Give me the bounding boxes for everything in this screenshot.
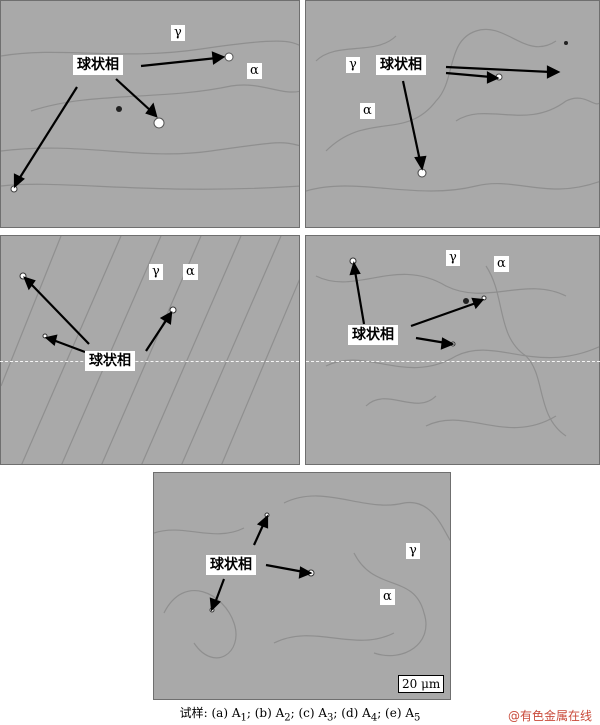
micrograph-c-texture xyxy=(1,236,299,464)
spherical-phase-label-b: 球状相 xyxy=(376,55,426,75)
dashed-guide-line xyxy=(0,361,600,362)
micrograph-b-texture xyxy=(306,28,599,192)
caption-part: ; (e) A xyxy=(377,706,414,720)
gamma-label-d: γ xyxy=(446,250,460,266)
spherical-phase-label-a: 球状相 xyxy=(73,55,123,75)
caption-sub: 2 xyxy=(284,712,291,724)
scale-bar: 20 μm xyxy=(398,675,445,693)
micrograph-e-texture xyxy=(154,495,450,659)
figure-caption: 试样: (a) A1; (b) A2; (c) A3; (d) A4; (e) … xyxy=(0,704,600,723)
micrograph-c: 球状相 γ α xyxy=(0,235,300,465)
caption-sub: 5 xyxy=(414,712,421,724)
spherical-phase-label-e: 球状相 xyxy=(206,555,256,575)
caption-sub: 1 xyxy=(240,712,247,724)
caption-prefix: 试样: xyxy=(179,706,212,720)
gamma-label-b: γ xyxy=(346,57,360,73)
caption-part: ; (d) A xyxy=(333,706,371,720)
caption-sub: 4 xyxy=(370,712,378,724)
gamma-label-c: γ xyxy=(149,264,163,280)
caption-part: ; (b) A xyxy=(246,706,285,720)
caption-part: (a) A xyxy=(211,706,241,720)
gamma-label-a: γ xyxy=(171,25,185,41)
spherical-phase-label-d: 球状相 xyxy=(348,325,398,345)
micrograph-d: 球状相 γ α xyxy=(305,235,600,465)
micrograph-b: 球状相 γ α xyxy=(305,0,600,228)
micrograph-e: 球状相 γ α 20 μm xyxy=(153,472,451,700)
gamma-label-e: γ xyxy=(406,543,420,559)
micrograph-a-texture xyxy=(1,40,299,193)
caption-sub: 3 xyxy=(327,712,334,724)
alpha-label-b: α xyxy=(360,103,375,119)
micrograph-d-texture xyxy=(315,257,599,437)
caption-part: ; (c) A xyxy=(290,706,328,720)
alpha-label-e: α xyxy=(380,589,395,605)
alpha-label-d: α xyxy=(494,256,509,272)
alpha-label-a: α xyxy=(247,63,262,79)
watermark: @有色金属在线 xyxy=(507,709,592,723)
micrograph-a: 球状相 γ α xyxy=(0,0,300,228)
alpha-label-c: α xyxy=(183,264,198,280)
